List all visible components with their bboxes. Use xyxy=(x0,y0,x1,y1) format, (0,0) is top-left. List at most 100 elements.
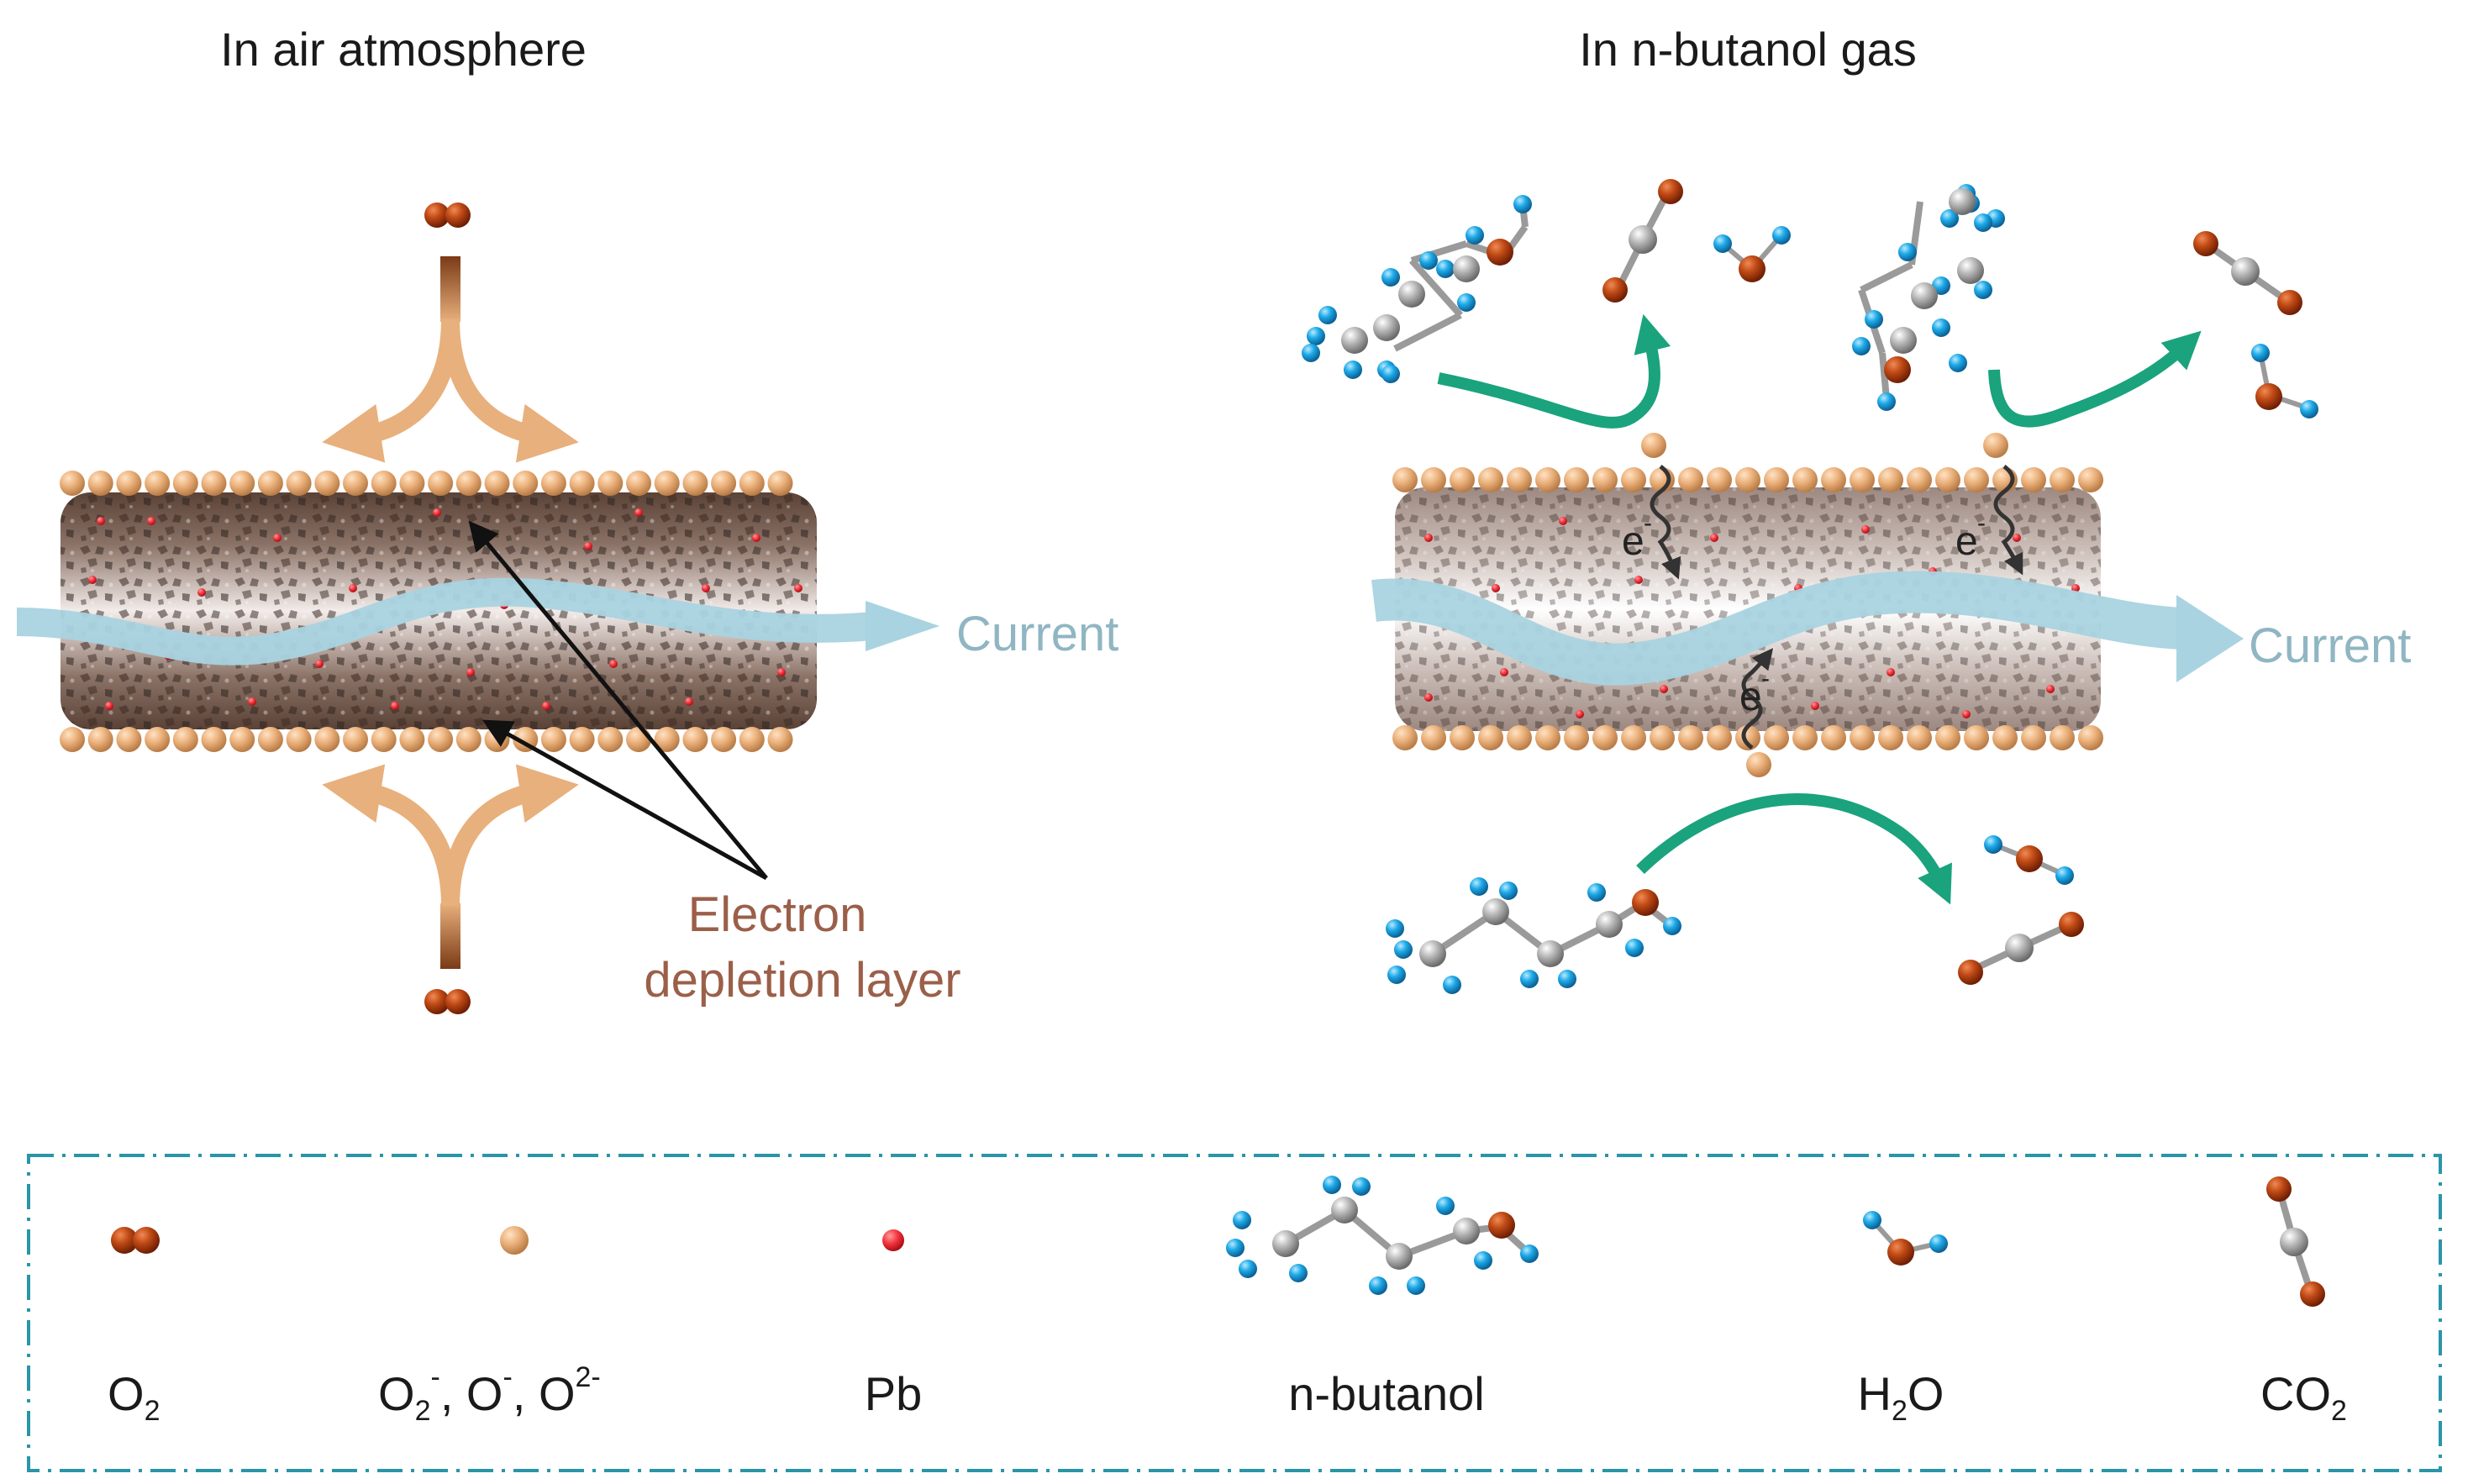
electron-label-2: e - xyxy=(1955,509,1986,564)
adsorbed-oxygen-ion xyxy=(286,727,312,752)
pb-dopant xyxy=(1861,525,1870,534)
o2-molecule-bottom xyxy=(424,989,471,1014)
adsorbed-oxygen-ion xyxy=(597,727,624,752)
pb-dopant xyxy=(1710,534,1718,542)
pb-dopant xyxy=(391,702,399,710)
adsorbed-oxygen-ion xyxy=(739,471,765,496)
current-flow-arrow-right xyxy=(1371,571,2244,686)
adsorbed-oxygen-ion xyxy=(343,471,368,496)
n-butanol-molecule-bottom xyxy=(1386,877,1681,994)
adsorbed-oxygen-ion xyxy=(87,727,113,752)
adsorbed-oxygen-ion xyxy=(767,727,793,752)
pb-dopant xyxy=(197,588,206,597)
adsorbed-oxygen-ion xyxy=(201,471,227,496)
adsorbed-oxygen-ion xyxy=(314,471,340,496)
svg-text:-: - xyxy=(1644,509,1652,537)
adsorbed-oxygen-ion xyxy=(2021,467,2046,492)
h2o-molecule-top-right xyxy=(2251,344,2318,418)
adsorbed-oxygen-ion xyxy=(1821,725,1846,750)
adsorbed-oxygen-ion xyxy=(371,727,397,752)
adsorbed-oxygen-ion xyxy=(229,471,255,496)
svg-text:e: e xyxy=(1739,675,1762,719)
current-flow-arrow-left xyxy=(16,577,939,666)
electron-label-1: e - xyxy=(1622,509,1652,564)
adsorbed-oxygen-ion xyxy=(1707,725,1732,750)
legend-icon-o2 xyxy=(111,1227,160,1254)
pb-dopant xyxy=(752,534,760,542)
left-panel: Current Electron depletion layer xyxy=(16,203,1118,1014)
legend-icon-co2 xyxy=(2266,1176,2325,1307)
adsorbed-oxygen-ion xyxy=(314,727,340,752)
adsorbed-oxygen-ion xyxy=(116,471,142,496)
pb-dopant xyxy=(584,542,592,550)
adsorbed-oxygen-ion xyxy=(1907,467,1932,492)
adsorbed-oxygen-ion xyxy=(145,727,171,752)
adsorbed-oxygen-ion xyxy=(626,727,651,752)
adsorbed-oxygen-ion xyxy=(145,471,171,496)
depletion-label-line1: Electron xyxy=(688,887,867,942)
pb-dopant xyxy=(542,702,550,710)
adsorbed-oxygen-ion xyxy=(1535,467,1560,492)
adsorbed-oxygen-ion xyxy=(399,727,425,752)
released-ion-3 xyxy=(1746,752,1771,777)
adsorbed-oxygen-ion xyxy=(1421,467,1446,492)
legend-label-co2: CO2 xyxy=(2260,1367,2347,1427)
adsorbed-oxygen-ion xyxy=(739,727,765,752)
svg-text:-: - xyxy=(1977,509,1986,537)
adsorbed-oxygen-ion xyxy=(2078,725,2103,750)
pb-dopant xyxy=(315,660,324,668)
adsorbed-oxygen-ion xyxy=(1535,725,1560,750)
adsorbed-oxygen-ion xyxy=(229,727,255,752)
adsorbed-oxygen-ion xyxy=(682,727,708,752)
adsorbed-oxygen-ion xyxy=(455,471,481,496)
h2o-molecule-bottom xyxy=(1984,835,2074,885)
adsorbed-oxygen-ion xyxy=(1735,725,1760,750)
adsorbed-oxygen-ion xyxy=(286,471,312,496)
adsorbed-oxygen-ion xyxy=(343,727,368,752)
legend-label-pb: Pb xyxy=(865,1367,923,1420)
adsorbed-oxygen-ion xyxy=(1764,725,1789,750)
adsorbed-oxygen-ion xyxy=(172,471,198,496)
co2-molecule-top-middle xyxy=(1602,179,1683,303)
adsorbed-oxygen-ion xyxy=(201,727,227,752)
adsorbed-oxygen-ion xyxy=(1392,725,1418,750)
pb-dopant xyxy=(1634,576,1643,584)
o2-molecule-top xyxy=(424,203,471,228)
legend-icon-n-butanol xyxy=(1226,1176,1539,1295)
adsorbed-oxygen-ion xyxy=(1707,467,1732,492)
pb-dopant xyxy=(97,517,105,525)
current-label-left: Current xyxy=(956,607,1118,661)
co2-molecule-bottom xyxy=(1958,912,2084,985)
pb-dopant xyxy=(609,660,618,668)
adsorbed-oxygen-ion xyxy=(1792,725,1818,750)
right-panel: Current e - e - e - xyxy=(1302,179,2411,994)
legend-label-n-butanol: n-butanol xyxy=(1288,1367,1485,1420)
adsorbed-oxygen-ion xyxy=(428,727,454,752)
h2o-molecule-top-middle xyxy=(1713,226,1791,282)
pb-dopant xyxy=(1424,693,1433,702)
adsorbed-oxygen-ion xyxy=(1821,467,1846,492)
adsorbed-oxygen-ion xyxy=(1507,467,1532,492)
legend-label-oxygen-ions: O2-, O-, O2- xyxy=(378,1361,601,1427)
adsorbed-oxygen-ion xyxy=(1450,725,1475,750)
released-ion-2 xyxy=(1983,433,2008,458)
left-panel-title: In air atmosphere xyxy=(220,23,587,76)
adsorbed-oxygen-ion xyxy=(1850,725,1875,750)
right-panel-title: In n-butanol gas xyxy=(1579,23,1917,76)
pb-dopant xyxy=(273,534,282,542)
pb-dopant xyxy=(777,668,786,676)
adsorbed-oxygen-ion xyxy=(1907,725,1932,750)
pb-dopant xyxy=(466,668,475,676)
adsorbed-oxygen-ion xyxy=(626,471,651,496)
pb-dopant xyxy=(1500,668,1508,676)
pb-dopant xyxy=(88,576,97,584)
adsorbed-oxygen-ion xyxy=(711,471,737,496)
electron-label-3: e - xyxy=(1739,665,1770,719)
adsorbed-oxygen-ion xyxy=(1792,467,1818,492)
adsorbed-oxygen-ion xyxy=(682,471,708,496)
adsorbed-oxygen-ion xyxy=(1564,725,1589,750)
adsorbed-oxygen-ion xyxy=(1478,725,1503,750)
adsorbed-oxygen-ion xyxy=(569,727,595,752)
adsorbed-oxygen-ion xyxy=(1735,467,1760,492)
